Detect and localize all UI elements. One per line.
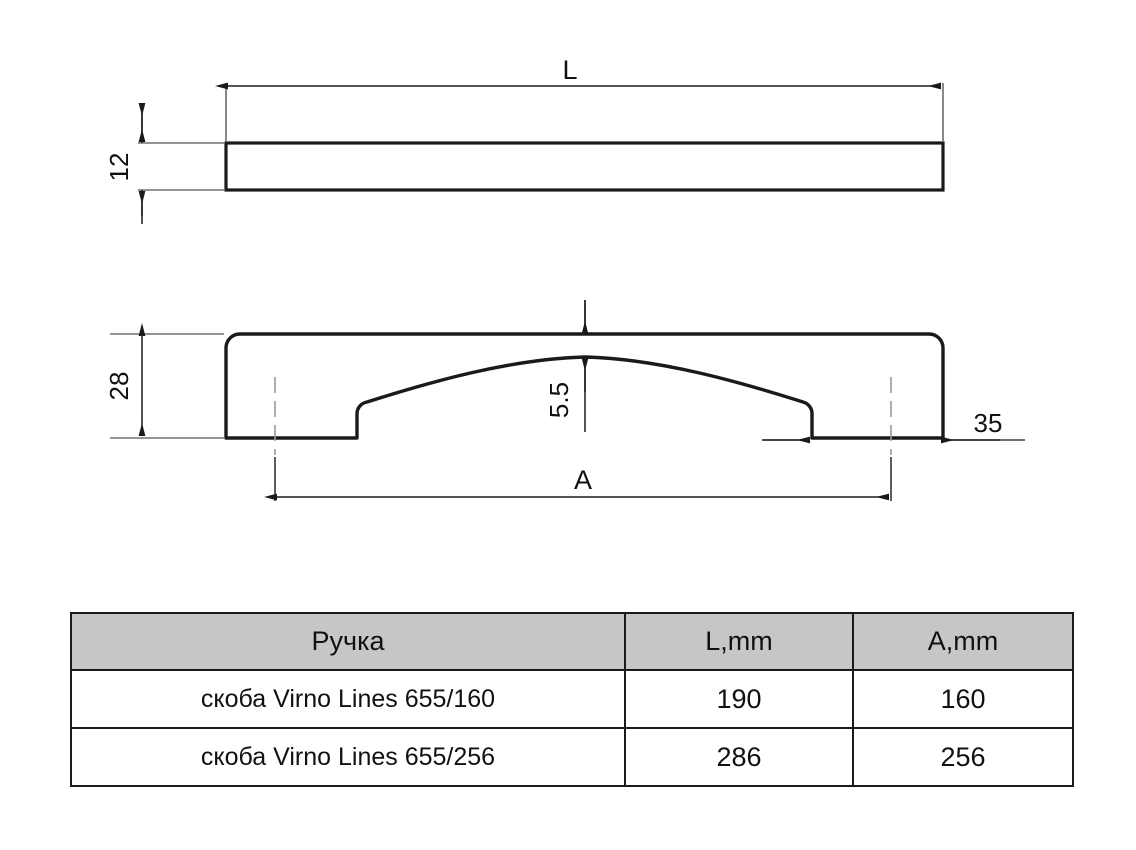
header-handle-name: Ручка bbox=[70, 612, 626, 671]
cell-length: 190 bbox=[624, 669, 854, 729]
cell-center-distance: 256 bbox=[852, 727, 1074, 787]
cell-center-distance: 160 bbox=[852, 669, 1074, 729]
front-view-handle-outline bbox=[224, 332, 945, 440]
table-header-row: Ручка L,mm A,mm bbox=[70, 612, 1074, 671]
l-dimension-label: L bbox=[562, 55, 577, 85]
offset-dimension-label: 35 bbox=[974, 408, 1003, 438]
header-center-distance: A,mm bbox=[852, 612, 1074, 671]
cell-length: 286 bbox=[624, 727, 854, 787]
front-view-group: 28 5.5 A 35 bbox=[104, 300, 1025, 501]
cell-handle-name: скоба Virno Lines 655/160 bbox=[70, 669, 626, 729]
top-view-bar-outline bbox=[224, 141, 945, 192]
arch-clearance-label: 5.5 bbox=[544, 382, 574, 418]
specification-table: Ручка L,mm A,mm скоба Virno Lines 655/16… bbox=[70, 612, 1074, 787]
table-row: скоба Virno Lines 655/256 286 256 bbox=[70, 727, 1074, 787]
thickness-dimension-label: 12 bbox=[104, 153, 134, 182]
header-length: L,mm bbox=[624, 612, 854, 671]
table-row: скоба Virno Lines 655/160 190 160 bbox=[70, 669, 1074, 729]
top-view-group: L 12 bbox=[104, 55, 945, 224]
height-dimension-label: 28 bbox=[104, 372, 134, 401]
a-dimension-label: A bbox=[574, 465, 592, 495]
cell-handle-name: скоба Virno Lines 655/256 bbox=[70, 727, 626, 787]
